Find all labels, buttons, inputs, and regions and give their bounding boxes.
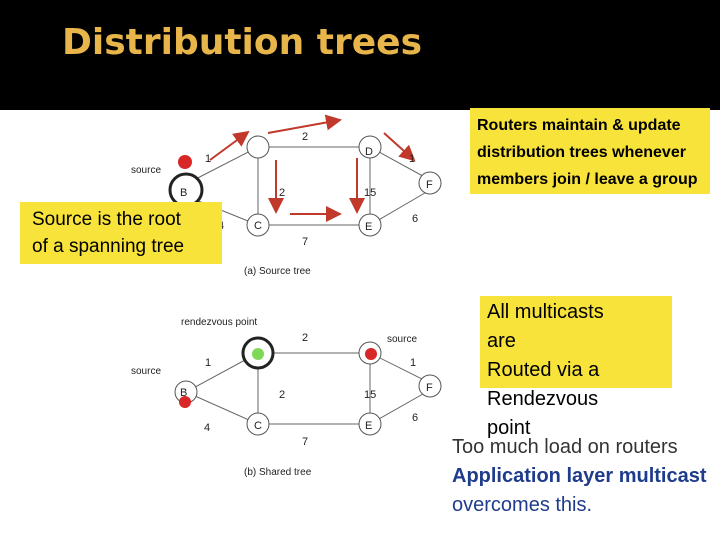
weight-label: 15 (364, 389, 376, 401)
node-label-c: C (254, 420, 262, 432)
callout-line: Rendezvous (487, 388, 599, 410)
callout-line: point (487, 417, 531, 439)
weight-label: 7 (302, 436, 308, 448)
weight-label: 4 (204, 422, 210, 434)
weight-label: 2 (279, 389, 285, 401)
weight-label: 2 (279, 187, 285, 199)
node-label-b: B (180, 387, 187, 399)
source-label: source (131, 165, 161, 176)
caption-source-tree: (a) Source tree (244, 266, 311, 277)
callout-line: Routed via a (487, 359, 600, 381)
node-label-f: F (426, 382, 433, 394)
note-app-layer: Application layer multicast (452, 465, 707, 487)
shared-tree-diagram: rendezvous point source source B C E F 1… (131, 317, 442, 478)
callout-line: are (487, 330, 516, 352)
node-label-e: E (365, 221, 372, 233)
node-a (246, 135, 270, 159)
edge (369, 189, 431, 226)
callout-line: distribution trees whenever (477, 144, 686, 161)
source-tree-diagram: source B C D E F 1 2 2 15 4 6 7 1 (a) So… (131, 114, 442, 277)
weight-label: 2 (302, 131, 308, 143)
routers-callout: Routers maintain & update distribution t… (470, 108, 710, 194)
weight-label: 15 (364, 187, 376, 199)
callout-line: All multicasts (487, 301, 604, 323)
flow-arrow (383, 132, 416, 162)
weight-label: 1 (205, 357, 211, 369)
source-label-left: source (131, 366, 161, 377)
weight-label: 2 (302, 332, 308, 344)
callout-line: members join / leave a group (477, 171, 698, 188)
rendezvous-point-label: rendezvous point (181, 317, 257, 328)
node-f (418, 171, 442, 195)
callout-line: Source is the root (32, 209, 181, 230)
node-f (418, 374, 442, 398)
flow-arrow (209, 130, 250, 161)
source-root-callout: Source is the root of a spanning tree (20, 202, 222, 264)
node-c (246, 412, 270, 436)
node-c (246, 213, 270, 237)
node-label-f: F (426, 179, 433, 191)
weight-label: 6 (412, 412, 418, 424)
slide-title: Distribution trees (62, 22, 423, 63)
weight-label: 1 (409, 153, 415, 165)
callout-line: Routers maintain & update (477, 117, 681, 134)
title-bar (0, 0, 720, 110)
rendezvous-marker (252, 348, 264, 360)
caption-shared-tree: (b) Shared tree (244, 467, 312, 478)
source-host-left (179, 396, 191, 408)
note-load: Too much load on routers (452, 436, 678, 458)
rendezvous-callout: All multicasts are Routed via a Rendezvo… (480, 296, 672, 439)
source-label-right: source (387, 334, 417, 345)
source-host (178, 155, 192, 169)
rendezvous-callout-background (480, 296, 672, 388)
callout-line: of a spanning tree (32, 236, 185, 257)
weight-label: 6 (412, 213, 418, 225)
node-label-d: D (365, 146, 373, 158)
node-e (358, 412, 382, 436)
edge (185, 391, 259, 425)
note-overcomes: overcomes this. (452, 494, 593, 516)
node-label-c: C (254, 220, 262, 232)
node-d (358, 135, 382, 159)
node-label-b: B (180, 187, 187, 199)
weight-label: 1 (205, 153, 211, 165)
weight-label: 7 (302, 236, 308, 248)
source-host-right (365, 348, 377, 360)
node-e (358, 213, 382, 237)
weight-label: 1 (410, 357, 416, 369)
flow-arrow (267, 114, 342, 134)
node-label-e: E (365, 420, 372, 432)
bottom-notes: Too much load on routers Application lay… (452, 433, 707, 520)
